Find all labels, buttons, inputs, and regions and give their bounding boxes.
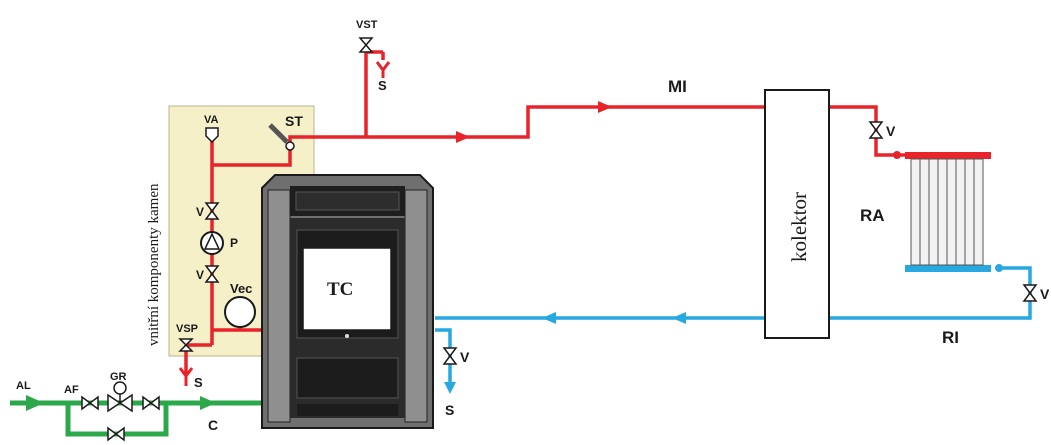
label-vsp: VSP xyxy=(176,323,198,335)
label-vec: Vec xyxy=(230,281,252,296)
label-va: VA xyxy=(204,114,219,126)
label-ra: RA xyxy=(860,206,885,225)
label-gr: GR xyxy=(110,371,127,383)
label-v-return: V xyxy=(460,349,470,365)
expansion-vessel-icon xyxy=(224,296,256,328)
return-pipe-ri xyxy=(435,266,1032,390)
flow-arrow xyxy=(200,396,216,410)
stove-tc xyxy=(261,174,434,429)
flow-arrow xyxy=(598,101,612,113)
flow-arrow xyxy=(456,131,470,143)
flow-arrow xyxy=(26,395,44,411)
radiator-icon xyxy=(893,151,1003,272)
pressure-reducer-icon xyxy=(107,381,133,413)
label-panel-title: vnitřní komponenty kamen xyxy=(146,183,162,346)
label-af: AF xyxy=(64,384,79,396)
label-v-radiator-top: V xyxy=(886,123,896,139)
flow-arrow xyxy=(672,312,686,324)
label-mi: MI xyxy=(668,77,687,96)
air-vent-icon xyxy=(205,127,219,144)
kolektor-box xyxy=(764,89,830,339)
label-v-left-top: V xyxy=(196,205,204,219)
valve-icon xyxy=(81,37,1038,442)
label-v-left-bottom: V xyxy=(196,268,204,282)
pump-icon xyxy=(200,231,224,255)
label-s-left: S xyxy=(194,375,203,390)
label-v-radiator-bottom: V xyxy=(1040,286,1050,302)
label-p: P xyxy=(230,236,238,250)
label-tc: TC xyxy=(327,279,353,300)
flow-arrow xyxy=(542,312,556,324)
drain-icon xyxy=(178,61,391,386)
label-st: ST xyxy=(285,113,303,129)
label-al: AL xyxy=(16,380,31,392)
label-kolektor: kolektor xyxy=(787,192,811,262)
label-s-top: S xyxy=(378,78,387,93)
feed-pipe xyxy=(10,400,262,437)
flow-arrow xyxy=(444,382,456,394)
label-s-return: S xyxy=(445,402,454,418)
label-ri: RI xyxy=(942,328,959,347)
thermostat-icon xyxy=(268,123,295,151)
label-c: C xyxy=(208,417,218,433)
label-vst: VST xyxy=(356,19,378,31)
